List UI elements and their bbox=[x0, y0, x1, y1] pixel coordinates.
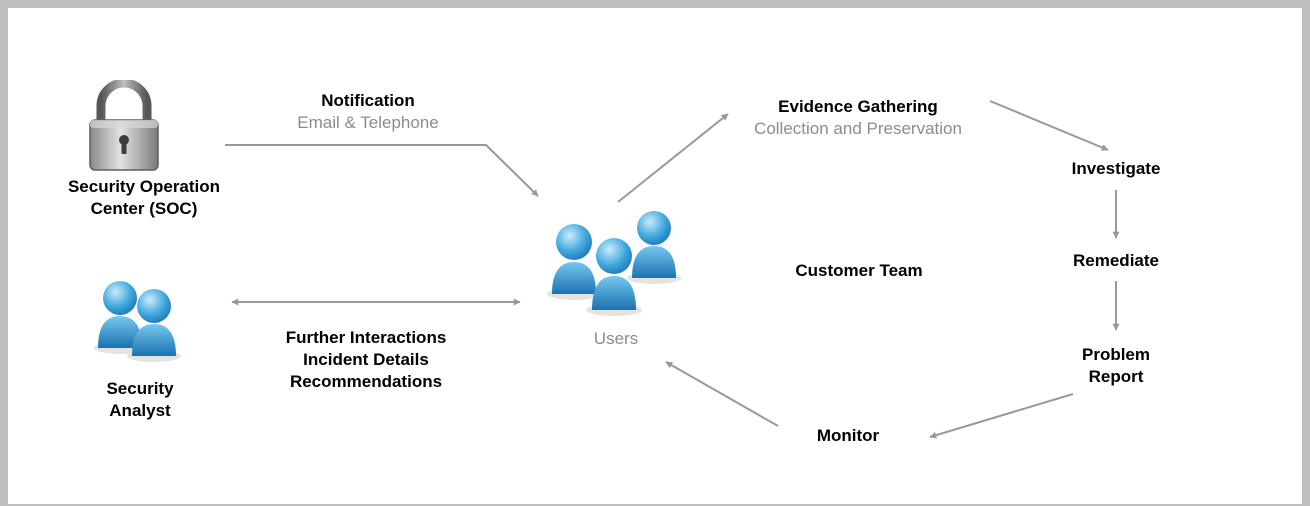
customer-team-label: Customer Team bbox=[795, 261, 923, 280]
monitor-node: Monitor bbox=[816, 426, 880, 445]
soc-label-line1: Security Operation bbox=[67, 177, 221, 196]
arrow-to-investigate bbox=[989, 100, 1109, 151]
interactions-line1: Further Interactions bbox=[285, 328, 447, 347]
arrow-to-monitor bbox=[929, 393, 1074, 439]
arrow-notification bbox=[225, 144, 539, 197]
analyst-label-line2: Analyst bbox=[109, 401, 171, 420]
evidence-subtitle: Collection and Preservation bbox=[754, 119, 962, 138]
interactions-label: Further Interactions Incident Details Re… bbox=[286, 327, 447, 393]
users-icon bbox=[547, 211, 681, 316]
interactions-line2: Incident Details bbox=[303, 350, 429, 369]
users-label: Users bbox=[593, 329, 639, 348]
notification-title: Notification bbox=[321, 91, 415, 110]
soc-label-line2: Center (SOC) bbox=[90, 199, 198, 218]
problem-report-line1: Problem bbox=[1081, 345, 1151, 364]
notification-label: Notification Email & Telephone bbox=[297, 90, 438, 134]
analyst-label-line1: Security bbox=[106, 379, 174, 398]
soc-label: Security Operation Center (SOC) bbox=[68, 176, 220, 220]
evidence-title: Evidence Gathering bbox=[778, 97, 938, 116]
interactions-line3: Recommendations bbox=[289, 372, 443, 391]
arrow-to-evidence bbox=[617, 113, 729, 203]
remediate-node: Remediate bbox=[1073, 251, 1159, 270]
padlock-icon bbox=[89, 80, 159, 171]
analysts-icon bbox=[94, 281, 181, 362]
investigate-node: Investigate bbox=[1071, 159, 1161, 178]
evidence-label: Evidence Gathering Collection and Preser… bbox=[754, 96, 962, 140]
arrow-to-users bbox=[665, 361, 779, 427]
problem-report-node: Problem Report bbox=[1082, 344, 1150, 388]
analyst-label: Security Analyst bbox=[106, 378, 173, 422]
problem-report-line2: Report bbox=[1088, 367, 1144, 386]
notification-subtitle: Email & Telephone bbox=[297, 113, 439, 132]
